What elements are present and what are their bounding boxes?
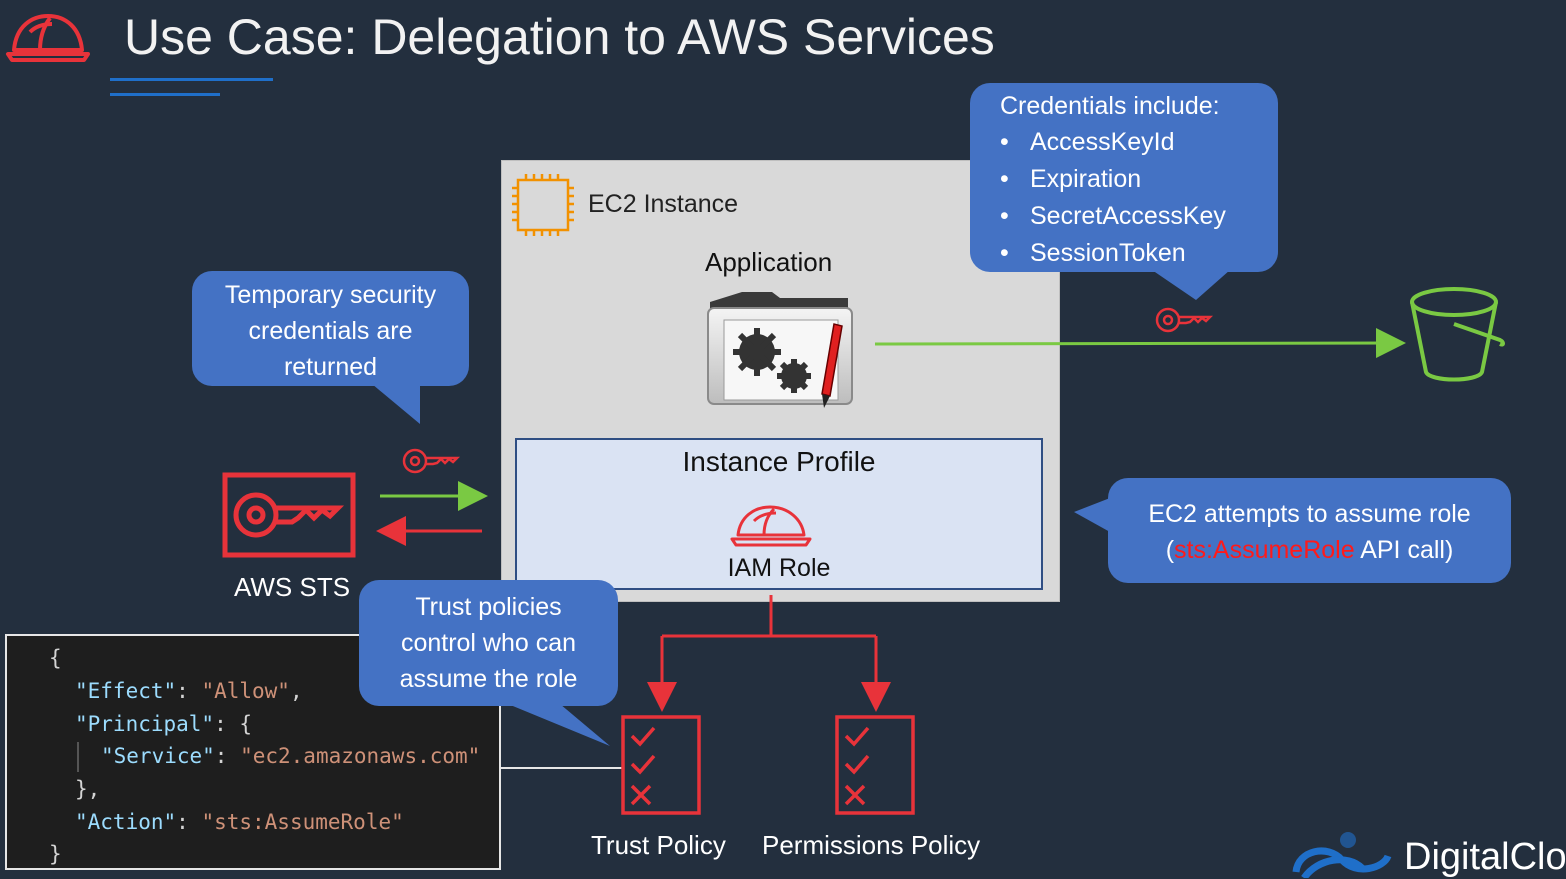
- code-line: },: [75, 777, 101, 801]
- page-title: Use Case: Delegation to AWS Services: [124, 9, 995, 65]
- code-line: "Service": "ec2.amazonaws.com": [101, 744, 481, 768]
- permissions-policy-checklist-icon: [835, 715, 915, 815]
- brand-wordmark: DigitalClo: [1404, 836, 1566, 878]
- code-line: {: [49, 646, 62, 670]
- title-underline-short: [110, 93, 220, 96]
- credentials-include-callout: Credentials include: AccessKeyId Expirat…: [970, 83, 1278, 272]
- ec2-instance-label: EC2 Instance: [588, 190, 739, 218]
- api-call-suffix: API call): [1354, 536, 1454, 564]
- instance-profile-label: Instance Profile: [682, 446, 876, 477]
- open-paren: (: [1165, 536, 1175, 564]
- credential-item: Expiration: [1000, 161, 1278, 198]
- callout-line: Trust policies: [415, 593, 562, 621]
- key-icon: [402, 448, 461, 474]
- credential-item: AccessKeyId: [1000, 124, 1278, 161]
- callout-line: (sts:AssumeRole API call): [1108, 532, 1511, 568]
- application-label: Application: [705, 247, 833, 277]
- callout-line: credentials are: [248, 317, 413, 345]
- trust-policy-label: Trust Policy: [591, 830, 726, 860]
- credentials-heading: Credentials include:: [1000, 92, 1220, 120]
- indent-guide: [77, 742, 79, 772]
- trust-policy-checklist-icon: [621, 715, 701, 815]
- permissions-policy-label: Permissions Policy: [762, 830, 981, 860]
- trust-policy-code-block: { "Effect": "Allow", "Principal": { "Ser…: [5, 634, 501, 870]
- code-line: "Principal": {: [75, 712, 253, 736]
- credential-item: SessionToken: [1000, 235, 1278, 272]
- callout-line: returned: [283, 353, 378, 381]
- aws-sts-label: AWS STS: [234, 572, 351, 602]
- credentials-list: AccessKeyId Expiration SecretAccessKey S…: [1000, 124, 1278, 272]
- iam-role-label: IAM Role: [727, 554, 831, 582]
- instance-profile-box: [515, 438, 1043, 590]
- callout-line: control who can: [400, 629, 577, 657]
- callout-line: assume the role: [399, 665, 578, 693]
- helmet-logo-icon: [6, 14, 90, 62]
- callout-line: EC2 attempts to assume role: [1148, 500, 1471, 528]
- application-icon: [707, 292, 853, 408]
- key-icon: [1155, 307, 1214, 333]
- assume-role-callout: EC2 attempts to assume role (sts:AssumeR…: [1108, 478, 1511, 583]
- temporary-credentials-callout: Temporary security credentials are retur…: [192, 271, 469, 386]
- credential-item: SecretAccessKey: [1000, 198, 1278, 235]
- iam-role-helmet-icon: [730, 505, 812, 547]
- code-line: "Action": "sts:AssumeRole": [75, 810, 404, 834]
- code-line: }: [49, 842, 62, 866]
- title-underline: [110, 78, 273, 81]
- trust-policies-callout: Trust policies control who can assume th…: [359, 580, 618, 706]
- digitalcloud-logo-icon: [1292, 832, 1392, 878]
- s3-bucket-icon: [1410, 287, 1505, 382]
- aws-sts-key-icon: [222, 472, 356, 558]
- api-call-name: sts:AssumeRole: [1174, 536, 1355, 564]
- ec2-chip-icon: [512, 174, 574, 236]
- callout-line: Temporary security: [224, 281, 437, 309]
- code-line: "Effect": "Allow",: [75, 679, 303, 703]
